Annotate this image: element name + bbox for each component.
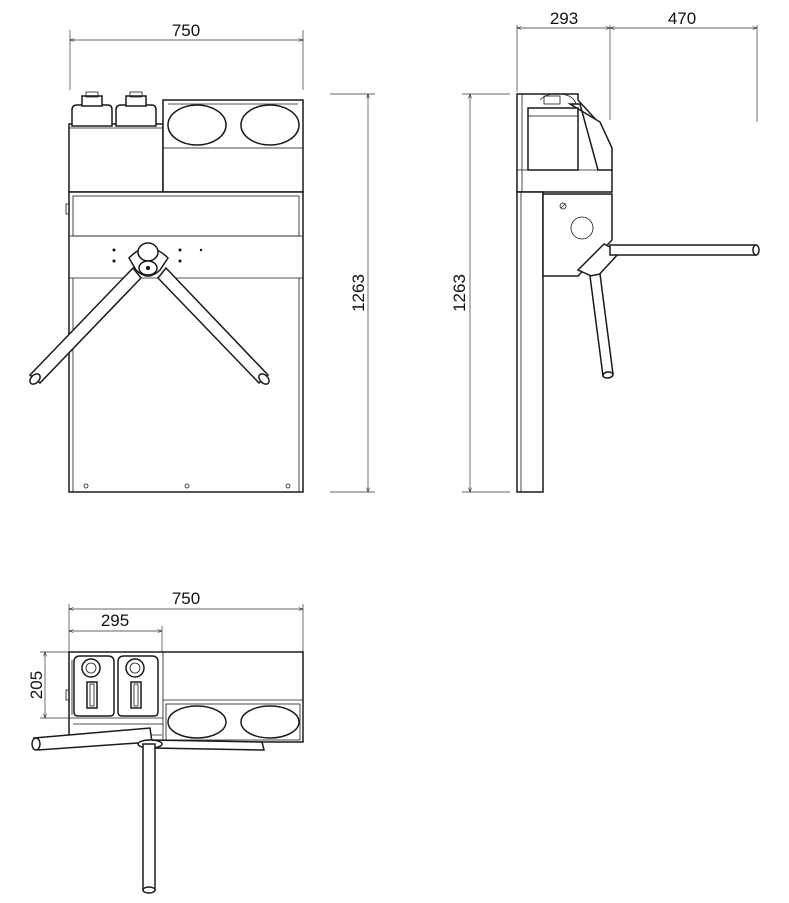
side-height-label: 1263 <box>450 274 469 312</box>
side-depth-right-label: 470 <box>668 9 696 28</box>
top-view: 750 295 205 <box>27 589 304 894</box>
top-width-label: 750 <box>172 589 200 608</box>
side-depth-dimension: 293 470 <box>517 9 757 122</box>
front-tripod-rotor <box>28 242 270 385</box>
top-depth-label: 205 <box>27 671 46 699</box>
side-view: 293 470 1263 <box>450 9 760 493</box>
front-height-dimension: 1263 <box>330 94 375 492</box>
front-width-dimension: 750 <box>70 21 303 90</box>
top-partial-width-dimension: 295 <box>69 611 162 652</box>
side-mechanism-head <box>542 193 622 279</box>
side-depth-left-label: 293 <box>550 9 578 28</box>
side-dispenser-module <box>516 93 613 193</box>
front-housing <box>65 191 304 493</box>
front-view: 750 1263 <box>28 21 375 493</box>
side-tripod-arms <box>589 244 760 379</box>
top-tripod-arms <box>31 727 265 894</box>
side-height-dimension: 1263 <box>450 94 510 492</box>
front-width-label: 750 <box>172 21 200 40</box>
top-width-dimension: 750 <box>69 589 303 652</box>
top-depth-dimension: 205 <box>27 652 69 718</box>
side-post <box>516 191 544 493</box>
front-dispenser-module <box>68 91 304 193</box>
top-canisters <box>73 655 159 717</box>
top-partial-width-label: 295 <box>101 611 129 630</box>
front-height-label: 1263 <box>349 274 368 312</box>
top-basins <box>165 703 301 741</box>
